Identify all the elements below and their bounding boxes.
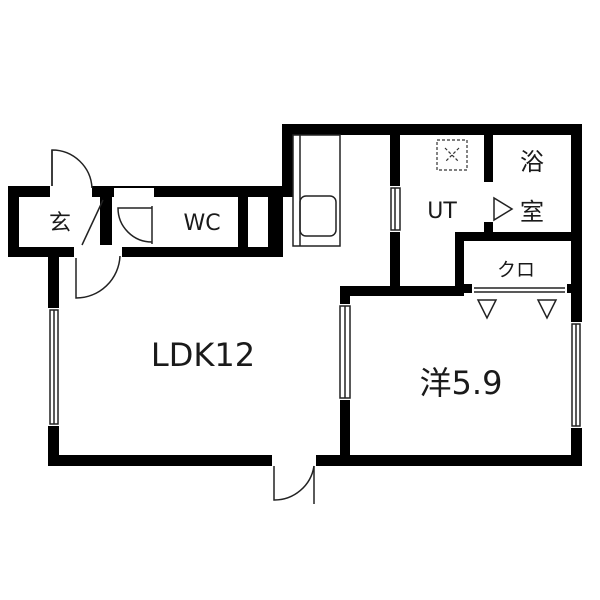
corridor-door [75,255,121,299]
openings [46,182,584,468]
bath-door-arrow [493,196,514,222]
room-bath-label-2: 室 [520,198,544,226]
entrance-step [81,199,104,246]
closet-markers [476,299,558,320]
front-door [51,149,93,189]
washer-icon [436,139,468,171]
room-ldk-label: LDK12 [151,336,255,374]
room-western-label: 洋5.9 [420,364,503,402]
doors [49,149,581,504]
room-ut-label: UT [427,199,457,224]
kitchen [292,134,341,247]
wc-door [117,207,153,243]
kitchen-counter [292,134,341,247]
room-closet-label: クロ [497,259,535,281]
sink-icon [299,195,337,237]
room-bath-label-1: 浴 [520,148,544,176]
balcony-door [273,465,315,501]
room-entrance-label: 玄 [49,211,71,236]
room-wc-label: WC [183,211,220,236]
